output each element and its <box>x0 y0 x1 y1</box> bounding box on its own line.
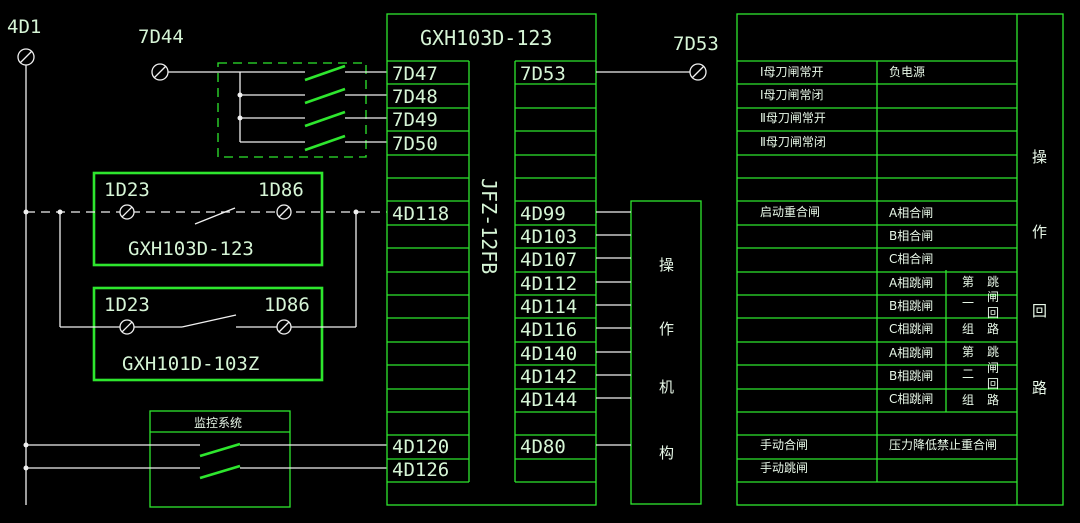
desc-c2-row-5: A相合闸 <box>889 205 933 220</box>
terminal-4d107: 4D107 <box>520 249 577 271</box>
desc-c2-row-7: C相合闸 <box>889 251 933 266</box>
description-table <box>736 13 1064 506</box>
group1-char-3: 组 <box>962 322 974 336</box>
terminal-7d47: 7D47 <box>392 63 438 85</box>
desc-c2-row-11: A相跳闸 <box>889 346 933 360</box>
terminal-4d99: 4D99 <box>520 203 566 225</box>
desc-c1-row-14: 手动合闸 <box>760 437 808 452</box>
desc-c2-row-14: 压力降低禁止重合闸 <box>889 437 997 452</box>
mechanism-char-2: 作 <box>659 320 674 338</box>
desc-c2-row-12: B相跳闸 <box>889 369 933 383</box>
desc-c2-row-1: 负电源 <box>889 65 925 79</box>
terminal-4d114: 4D114 <box>520 296 577 318</box>
terminal-4d140: 4D140 <box>520 343 577 365</box>
monitor-box <box>149 410 291 508</box>
terminal-4d126: 4D126 <box>392 459 449 481</box>
group2-char-3: 组 <box>962 393 974 407</box>
group1-char-1: 第 <box>962 275 974 289</box>
group1-char-5: 闸 <box>987 290 999 304</box>
relay-1-right-terminal: 1D86 <box>258 179 304 201</box>
device-model-label: JFZ-12FB <box>477 178 501 274</box>
desc-c2-row-13: C相跳闸 <box>889 392 933 406</box>
main-box-title: GXH103D-123 <box>420 26 552 50</box>
desc-c1-row-2: Ⅰ母刀闸常闭 <box>760 88 824 102</box>
terminal-7d44-icon <box>151 63 169 81</box>
desc-c2-row-9: B相跳闸 <box>889 299 933 313</box>
group1-char-7: 路 <box>987 321 999 336</box>
relay-2-name: GXH101D-103Z <box>122 353 259 375</box>
desc-c2-row-8: A相跳闸 <box>889 276 933 290</box>
terminal-4d1-icon <box>17 48 35 66</box>
terminal-7d53-icon <box>689 63 707 81</box>
group2-char-7: 路 <box>987 392 999 407</box>
relay-1-left-terminal: 1D23 <box>104 179 150 201</box>
relay-box-2 <box>92 286 324 382</box>
relay-1-contact <box>119 204 292 225</box>
terminal-4d80: 4D80 <box>520 436 566 458</box>
side-char-3: 回 <box>1032 302 1047 320</box>
relay-2-contact <box>60 314 356 335</box>
group1-char-4: 跳 <box>987 275 999 289</box>
terminal-4d120: 4D120 <box>392 436 449 458</box>
group1-char-6: 回 <box>987 306 999 320</box>
desc-c2-row-6: B相合闸 <box>889 228 933 243</box>
side-char-2: 作 <box>1032 223 1047 241</box>
desc-c2-row-10: C相跳闸 <box>889 322 933 336</box>
group2-char-1: 第 <box>962 345 974 359</box>
monitor-title: 监控系统 <box>194 416 242 430</box>
side-char-1: 操 <box>1032 148 1047 166</box>
terminal-4d142: 4D142 <box>520 366 577 388</box>
relay-2-left-terminal: 1D23 <box>104 294 150 316</box>
terminal-4d103: 4D103 <box>520 226 577 248</box>
terminal-4d112: 4D112 <box>520 273 577 295</box>
terminal-4d116: 4D116 <box>520 319 577 341</box>
group2-char-5: 闸 <box>987 361 999 375</box>
relay-1-name: GXH103D-123 <box>128 238 254 260</box>
mechanism-char-4: 构 <box>659 444 674 462</box>
mechanism-char-3: 机 <box>659 378 674 396</box>
group2-char-4: 跳 <box>987 345 999 359</box>
side-char-4: 路 <box>1032 379 1047 397</box>
group2-char-2: 二 <box>962 367 974 381</box>
group2-char-6: 回 <box>987 377 999 391</box>
terminal-7d49: 7D49 <box>392 109 438 131</box>
desc-c1-row-4: Ⅱ母刀闸常闭 <box>760 135 826 149</box>
aux-contacts <box>237 64 387 152</box>
terminal-7d44-label: 7D44 <box>138 26 184 48</box>
desc-c1-row-15: 手动跳闸 <box>760 461 808 475</box>
bus-label-4d1: 4D1 <box>7 16 41 38</box>
relay-2-right-terminal: 1D86 <box>264 294 310 316</box>
terminal-7d48: 7D48 <box>392 86 438 108</box>
main-terminal-block <box>386 13 597 506</box>
terminal-7d50: 7D50 <box>392 133 438 155</box>
desc-c1-row-3: Ⅱ母刀闸常开 <box>760 111 826 125</box>
terminal-4d118: 4D118 <box>392 203 449 225</box>
terminal-7d53-top-label: 7D53 <box>673 33 719 55</box>
relay-box-1 <box>92 171 324 267</box>
group1-char-2: 一 <box>962 296 974 310</box>
desc-c1-row-5: 启动重合闸 <box>760 204 820 219</box>
monitor-contacts <box>23 442 387 480</box>
auxiliary-switch-box <box>217 62 367 158</box>
mechanism-char-1: 操 <box>659 256 674 274</box>
terminal-4d144: 4D144 <box>520 389 577 411</box>
terminal-7d53: 7D53 <box>520 63 566 85</box>
desc-c1-row-1: Ⅰ母刀闸常开 <box>760 65 824 79</box>
